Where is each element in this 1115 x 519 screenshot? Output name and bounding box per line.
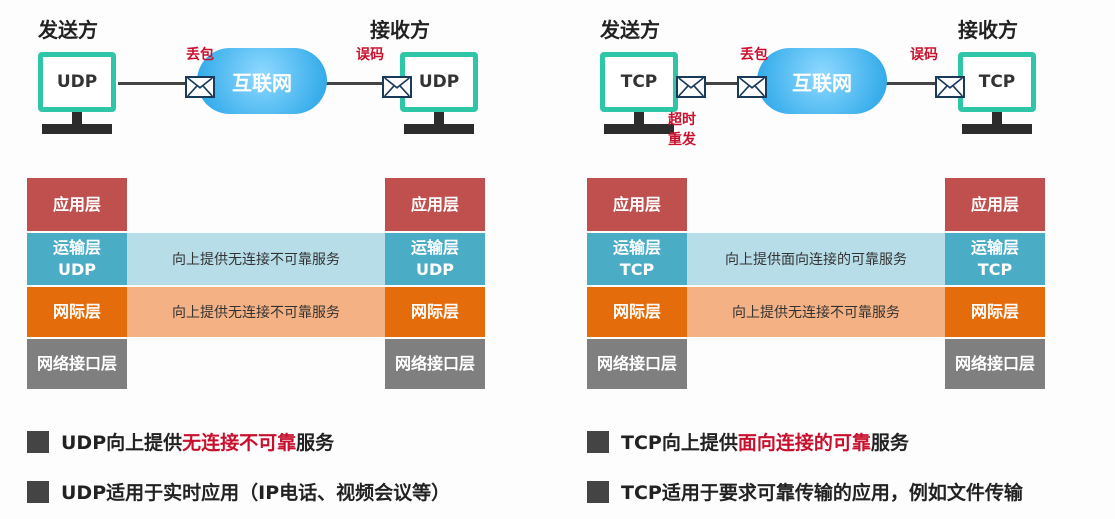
tcp-retransmit-label: 超时 重发 [668,110,696,150]
udp-sender-network-layer: 网际层 [27,287,127,337]
tcp-receiver-network-layer: 网际层 [945,287,1045,337]
bullet-square-icon [587,430,609,453]
layer-proto: UDP [416,260,454,279]
udp-bullet-1: UDP向上提供无连接不可靠服务 [27,428,334,455]
tcp-cloud-label: 互联网 [792,70,852,95]
tcp-retransmit-line2: 重发 [668,132,696,148]
udp-sender-label: 发送方 [38,18,98,42]
udp-cloud-icon: 互联网 [197,48,327,114]
tcp-retransmit-line1: 超时 [668,112,696,128]
envelope-icon [676,76,706,98]
udp-link-line-left [118,82,193,85]
bullet-square-icon [27,480,49,503]
layer-name: 运输层 [410,238,459,257]
tcp-receiver-label: 接收方 [958,18,1018,42]
udp-sender-computer-icon: UDP [38,52,116,134]
tcp-receiver-link-layer: 网络接口层 [945,339,1045,389]
udp-receiver-computer-icon: UDP [400,52,478,134]
layer-proto: TCP [619,260,655,279]
udp-bullet-1-pre: UDP向上提供 [61,432,183,454]
udp-receiver-proto: UDP [400,52,478,112]
tcp-sender-label: 发送方 [600,18,660,42]
tcp-transport-band-text: 向上提供面向连接的可靠服务 [725,252,907,268]
envelope-icon [737,76,767,98]
tcp-sender-link-layer: 网络接口层 [587,339,687,389]
udp-network-band: 向上提供无连接不可靠服务 [127,287,385,337]
tcp-network-band-text: 向上提供无连接不可靠服务 [732,305,900,321]
tcp-bullet-1: TCP向上提供面向连接的可靠服务 [587,428,909,455]
tcp-sender-app-layer: 应用层 [587,178,687,231]
udp-bullet-1-post: 服务 [296,432,335,454]
tcp-sender-proto: TCP [600,52,678,112]
udp-link-line-right [318,82,400,85]
tcp-bullet-1-highlight: 面向连接的可靠 [737,432,871,454]
envelope-icon [382,76,412,98]
udp-receiver-label: 接收方 [370,18,430,42]
tcp-cloud-icon: 互联网 [757,48,887,114]
udp-transport-band-text: 向上提供无连接不可靠服务 [172,252,340,268]
udp-network-band-text: 向上提供无连接不可靠服务 [172,305,340,321]
tcp-sender-computer-icon: TCP [600,52,678,134]
tcp-bullet-2-text: TCP适用于要求可靠传输的应用，例如文件传输 [621,482,1023,504]
tcp-bullet-2: TCP适用于要求可靠传输的应用，例如文件传输 [587,478,1023,505]
udp-loss-label: 丢包 [186,47,214,63]
udp-transport-band: 向上提供无连接不可靠服务 [127,233,385,285]
layer-proto: UDP [58,260,96,279]
tcp-link-line-right [883,82,958,85]
layer-name: 运输层 [52,238,101,257]
tcp-link-line-left [680,82,760,85]
tcp-error-label: 误码 [910,47,938,63]
udp-sender-app-layer: 应用层 [27,178,127,231]
tcp-receiver-app-layer: 应用层 [945,178,1045,231]
udp-receiver-link-layer: 网络接口层 [385,339,485,389]
udp-error-label: 误码 [356,47,384,63]
udp-receiver-app-layer: 应用层 [385,178,485,231]
tcp-loss-label: 丢包 [740,47,768,63]
tcp-network-band: 向上提供无连接不可靠服务 [687,287,945,337]
udp-bullet-2-text: UDP适用于实时应用（IP电话、视频会议等） [61,482,451,504]
layer-proto: TCP [977,260,1013,279]
udp-bullet-2: UDP适用于实时应用（IP电话、视频会议等） [27,478,450,505]
tcp-bullet-1-pre: TCP向上提供 [621,432,738,454]
layer-name: 运输层 [970,238,1019,257]
udp-sender-proto: UDP [38,52,116,112]
udp-cloud-label: 互联网 [232,70,292,95]
bullet-square-icon [587,480,609,503]
udp-receiver-network-layer: 网际层 [385,287,485,337]
udp-sender-transport-layer: 运输层 UDP [27,233,127,285]
envelope-icon [185,76,215,98]
tcp-bullet-1-post: 服务 [870,432,909,454]
udp-bullet-1-highlight: 无连接不可靠 [182,432,297,454]
udp-sender-link-layer: 网络接口层 [27,339,127,389]
layer-name: 运输层 [612,238,661,257]
tcp-receiver-transport-layer: 运输层 TCP [945,233,1045,285]
tcp-sender-transport-layer: 运输层 TCP [587,233,687,285]
tcp-transport-band: 向上提供面向连接的可靠服务 [687,233,945,285]
tcp-receiver-proto: TCP [958,52,1036,112]
bullet-square-icon [27,430,49,453]
tcp-sender-network-layer: 网际层 [587,287,687,337]
udp-receiver-transport-layer: 运输层 UDP [385,233,485,285]
tcp-receiver-computer-icon: TCP [958,52,1036,134]
envelope-icon [935,76,965,98]
